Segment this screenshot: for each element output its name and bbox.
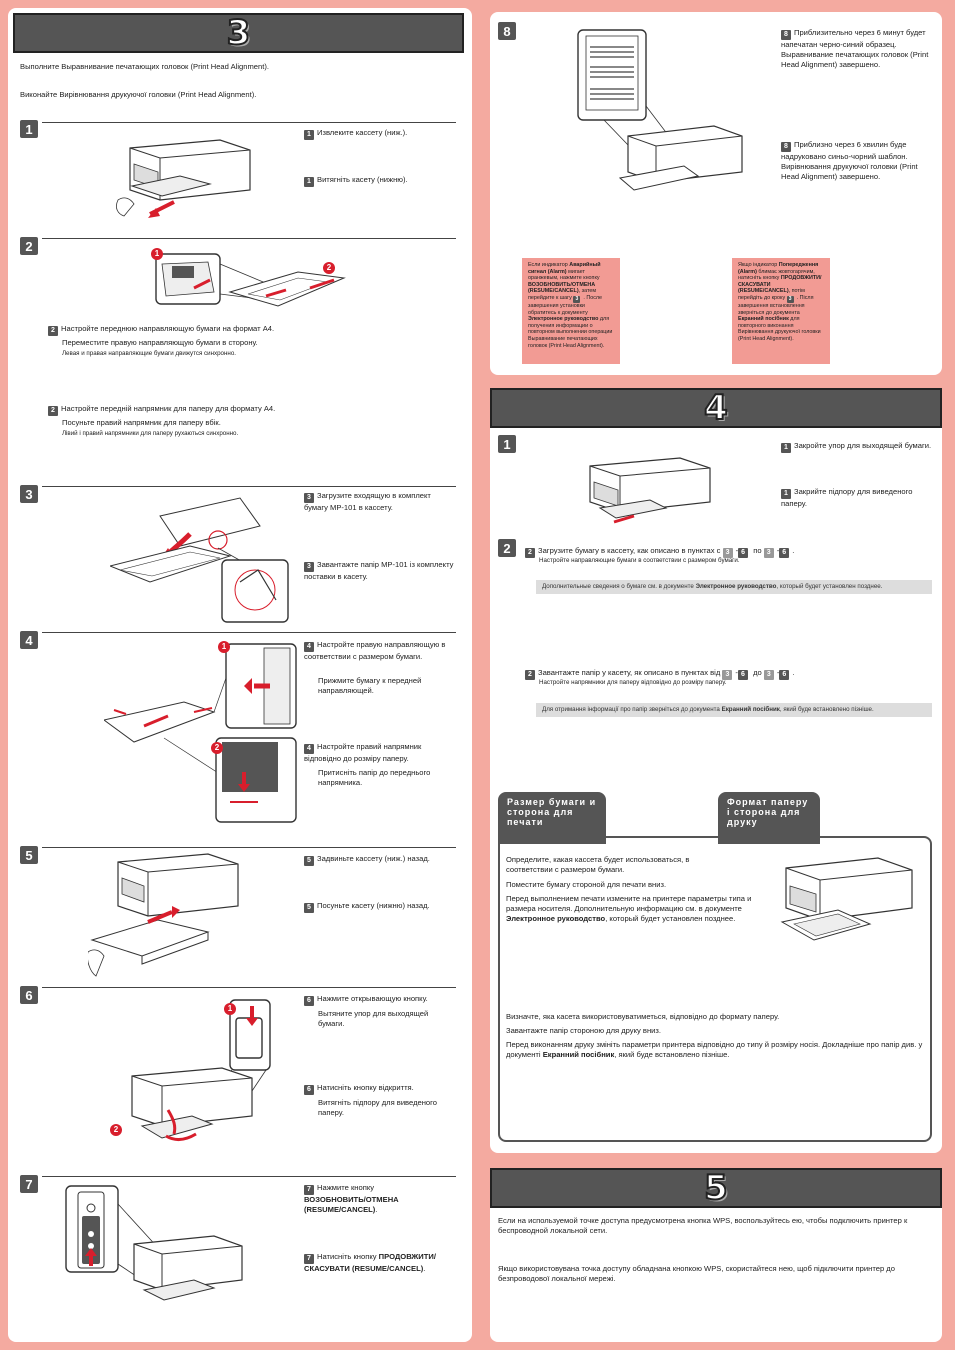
box-uk-2: Завантажте папір стороною для друку вниз… bbox=[506, 1026, 661, 1035]
intro-ru: Выполните Выравнивание печатающих голово… bbox=[20, 62, 269, 71]
step-divider bbox=[42, 847, 456, 848]
box-ru-3: Перед выполнением печати измените на при… bbox=[506, 894, 752, 924]
resume-cancel-ru: ВОЗОБНОВИТЬ/ОТМЕНА (RESUME/CANCEL) bbox=[304, 1195, 399, 1215]
step-2-ru-3: Левая и правая направляющие бумаги движу… bbox=[62, 350, 236, 357]
box-ru-1: Определите, какая кассета будет использо… bbox=[506, 855, 690, 875]
printer-remove-cassette-illustration bbox=[116, 139, 251, 218]
step-6-uk-2: Витягніть підпору для виведеного паперу. bbox=[318, 1098, 437, 1118]
step-6-badge: 6 bbox=[20, 986, 38, 1004]
step-divider bbox=[42, 987, 456, 988]
step-3-badge: 3 bbox=[20, 485, 38, 503]
resume-cancel-button-illustration bbox=[65, 1185, 243, 1301]
section-5-header: 5 bbox=[490, 1167, 942, 1209]
section-number: 5 bbox=[703, 1167, 729, 1209]
resume-cancel-uk: ПРОДОВЖИТИ/ СКАСУВАТИ (RESUME/CANCEL) bbox=[304, 1252, 436, 1273]
step-divider bbox=[42, 122, 456, 123]
s4-note-ru: Дополнительные сведения о бумаге см. в д… bbox=[536, 580, 932, 594]
box-uk-3: Перед виконанням друку змініть параметри… bbox=[506, 1040, 923, 1060]
box-ru-2: Поместите бумагу стороной для печати вни… bbox=[506, 880, 667, 889]
paper-guide-adjust-illustration bbox=[155, 253, 346, 307]
tab-paper-size-uk: Формат паперу і сторона для друку bbox=[718, 792, 820, 844]
s4-step-2-uk-sub: Настройте напрямники для паперу відповід… bbox=[539, 679, 727, 686]
step-4-badge: 4 bbox=[20, 631, 38, 649]
section-number: 4 bbox=[703, 387, 729, 429]
step-2-uk-3: Лівий і правий напрямники для паперу рух… bbox=[62, 430, 239, 437]
callout-2: 2 bbox=[110, 1124, 122, 1136]
intro-uk: Виконайте Вирівнювання друкуючої головки… bbox=[20, 90, 257, 99]
step-2-uk-2: Посуньте правий напрямник для паперу вбі… bbox=[62, 418, 221, 427]
step-divider bbox=[42, 1176, 456, 1177]
s4-step-2-badge: 2 bbox=[498, 539, 516, 557]
step-7-badge: 7 bbox=[20, 1175, 38, 1193]
callout-1: 1 bbox=[151, 248, 163, 260]
insert-cassette-illustration bbox=[88, 853, 239, 977]
step-divider bbox=[42, 238, 456, 239]
step-8-badge: 8 bbox=[498, 22, 516, 40]
step-5-badge: 5 bbox=[20, 846, 38, 864]
tab-paper-size-ru: Размер бумаги и сторона для печати bbox=[498, 792, 606, 844]
step-1-badge: 1 bbox=[20, 120, 38, 138]
step-2-ru-2: Переместите правую направляющую бумаги в… bbox=[62, 338, 258, 347]
adjust-right-guide-illustration bbox=[104, 643, 297, 823]
alarm-note-uk: Якщо індикатор Попередження (Alarm) блим… bbox=[732, 258, 830, 364]
step-6-ru-2: Вытяните упор для выходящей бумаги. bbox=[318, 1009, 429, 1029]
section-5-ru: Если на используемой точке доступа преду… bbox=[498, 1216, 908, 1236]
section-number: 3 bbox=[226, 12, 252, 54]
callout-2: 2 bbox=[323, 262, 335, 274]
section-3-header: 3 bbox=[13, 12, 464, 54]
section-5-uk: Якщо використовувана точка доступу облад… bbox=[498, 1264, 895, 1284]
callout-1: 1 bbox=[218, 641, 230, 653]
box-uk-1: Визначте, яка касета використовуватиметь… bbox=[506, 1012, 780, 1021]
step-divider bbox=[42, 632, 456, 633]
printed-pattern-illustration bbox=[577, 29, 743, 191]
step-4-ru-2: Прижмите бумагу к передней направляющей. bbox=[318, 676, 422, 696]
open-button-illustration bbox=[131, 999, 271, 1142]
callout-1: 1 bbox=[224, 1003, 236, 1015]
s4-step-1-badge: 1 bbox=[498, 435, 516, 453]
s4-note-uk: Для отримання інформації про папір зверн… bbox=[536, 703, 932, 717]
alarm-note-ru: Если индикатор Аварийный сигнал (Alarm) … bbox=[522, 258, 620, 364]
printer-paper-side-illustration bbox=[780, 857, 913, 941]
close-output-support-illustration bbox=[589, 457, 711, 524]
s4-step-2-ru-sub: Настройте направляющие бумаги в соответс… bbox=[539, 557, 740, 564]
step-4-uk-2: Притисніть папір до переднього напрямник… bbox=[318, 768, 431, 788]
step-2-badge: 2 bbox=[20, 237, 38, 255]
section-4-header: 4 bbox=[490, 387, 942, 429]
load-paper-illustration bbox=[110, 497, 289, 623]
callout-2: 2 bbox=[211, 742, 223, 754]
step-divider bbox=[42, 486, 456, 487]
